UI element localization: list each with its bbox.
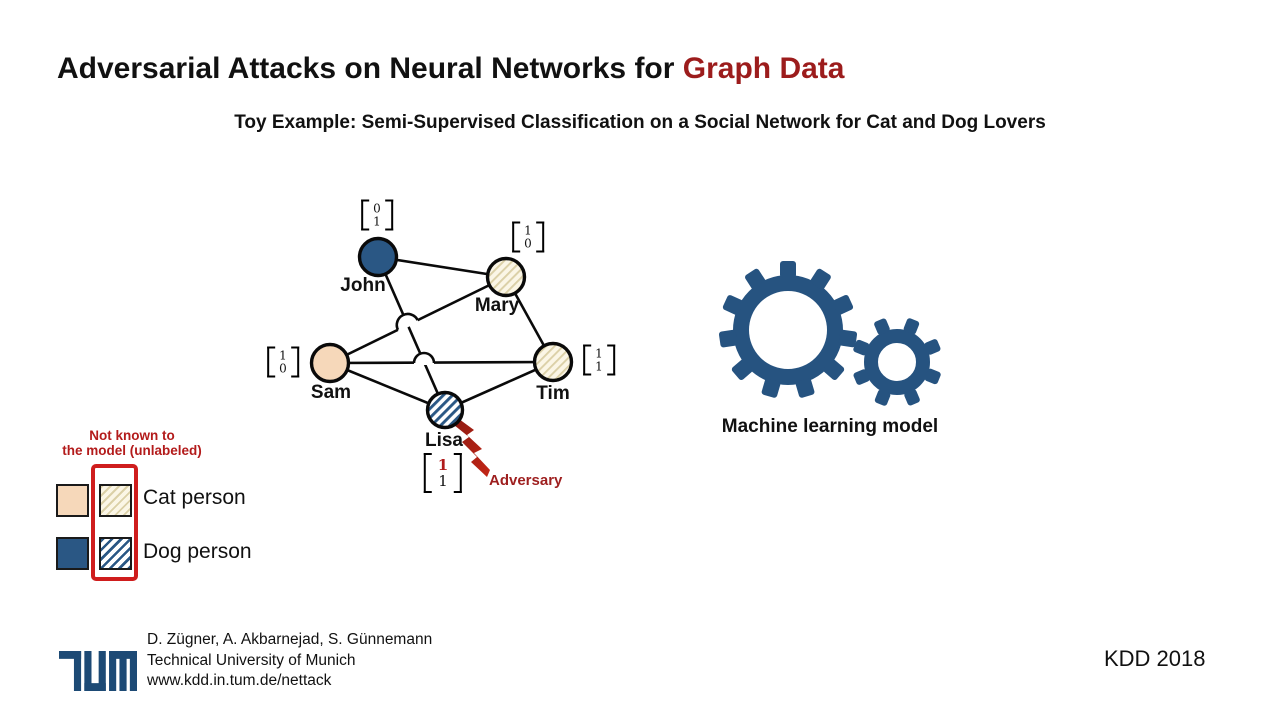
vector-value: 1 — [524, 223, 532, 238]
vector-value: 1 — [279, 348, 287, 363]
footer-credits: D. Zügner, A. Akbarnejad, S. Günnemann T… — [147, 630, 432, 692]
node-label-lisa: Lisa — [424, 430, 464, 451]
nodes — [309, 236, 574, 430]
machine-learning-model-icon — [718, 261, 942, 407]
bracket-left — [583, 344, 592, 376]
legend-note-line2: the model (unlabeled) — [62, 442, 202, 458]
node-mary — [485, 256, 527, 298]
subtitle: Toy Example: Semi-Supervised Classificat… — [234, 112, 1046, 133]
node-label-mary: Mary — [474, 295, 520, 316]
bracket-left — [267, 346, 276, 378]
edge-sam-lisa — [329, 361, 446, 412]
edge-john-lisa — [376, 256, 447, 411]
legend-label-dog: Dog person — [143, 540, 252, 563]
edge-crossing-hop — [395, 312, 419, 332]
footer-institution: Technical University of Munich — [147, 651, 356, 669]
gear-icon-large — [718, 261, 858, 399]
legend-unlabeled-note: Not known to the model (unlabeled) — [58, 428, 206, 458]
cat-labeled-swatch — [56, 484, 89, 517]
node-sam — [309, 342, 351, 384]
tum-logo — [59, 651, 137, 691]
node-lisa — [425, 390, 465, 430]
dog-labeled-swatch — [56, 537, 89, 570]
bracket-right — [290, 346, 299, 378]
vector-value: 1 — [438, 472, 448, 490]
legend-label-cat: Cat person — [143, 486, 246, 509]
edge-sam-tim — [329, 360, 554, 365]
page-title: Adversarial Attacks on Neural Networks f… — [57, 52, 845, 86]
bracket-left — [423, 453, 432, 493]
adversary-label: Adversary — [489, 472, 563, 489]
node-label-tim: Tim — [536, 383, 570, 404]
node-tim — [532, 341, 574, 383]
vector-value: 0 — [524, 236, 532, 250]
legend-note-line1: Not known to — [89, 428, 175, 443]
bracket-right — [454, 453, 463, 493]
footer-authors: D. Zügner, A. Akbarnejad, S. Günnemann — [147, 631, 433, 648]
node-label-john: John — [340, 275, 386, 296]
title-accent-text: Graph Data — [682, 52, 845, 85]
vector-value: 1 — [373, 214, 381, 228]
vector-value: 0 — [373, 201, 381, 216]
vector-value: 1 — [595, 359, 603, 373]
title-text: Adversarial Attacks on Neural Networks f… — [57, 52, 683, 85]
adversary-bolt-icon — [454, 419, 490, 477]
social-network-diagram — [309, 236, 574, 477]
cat-unlabeled-swatch — [99, 484, 132, 517]
vector-value: 0 — [279, 361, 287, 375]
machine-learning-model-label: Machine learning model — [721, 416, 939, 437]
vector-value: 1 — [595, 346, 603, 361]
footer-url: www.kdd.in.tum.de/nettack — [147, 672, 332, 689]
bracket-left — [512, 221, 521, 253]
dog-unlabeled-swatch — [99, 537, 132, 570]
vector-value-modified: 1 — [437, 456, 449, 474]
edge-john-mary — [377, 255, 507, 279]
node-label-sam: Sam — [310, 382, 352, 403]
edge-crossing-hop — [412, 351, 436, 365]
unlabeled-highlight-box — [91, 464, 138, 581]
node-john — [357, 236, 399, 278]
gear-icon-small — [852, 317, 942, 407]
bracket-right — [606, 344, 615, 376]
conference-label: KDD 2018 — [1104, 646, 1206, 671]
bracket-left — [361, 199, 370, 231]
bracket-right — [384, 199, 393, 231]
bracket-right — [535, 221, 544, 253]
